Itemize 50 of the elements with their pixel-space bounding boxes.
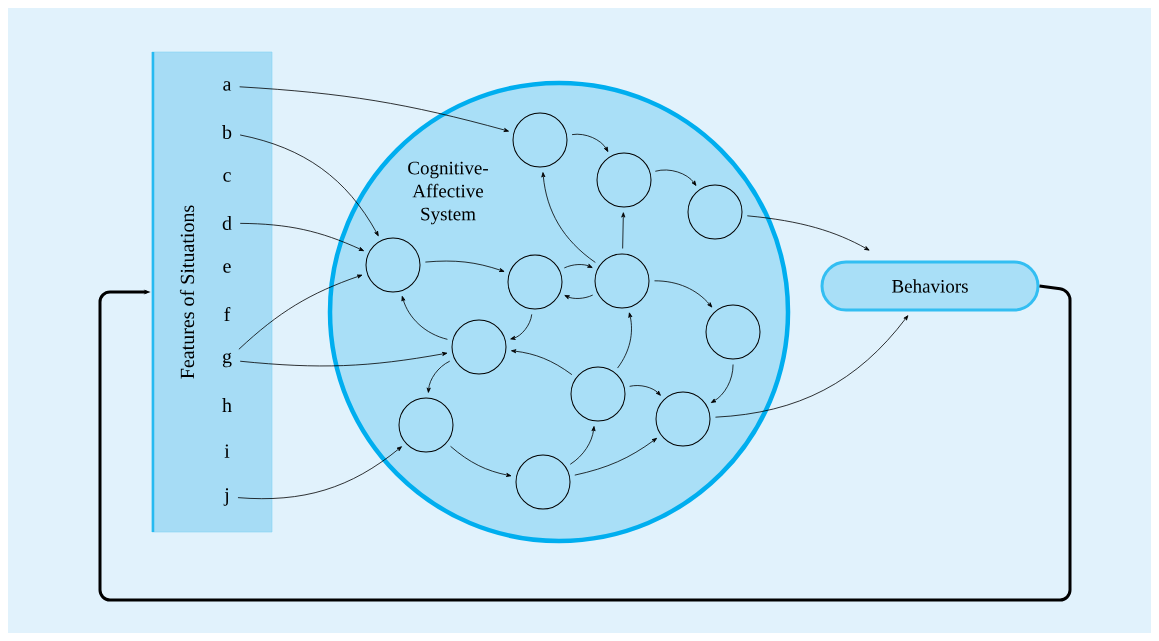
behaviors-box: Behaviors bbox=[820, 260, 1040, 312]
arrow bbox=[571, 133, 609, 152]
arrow bbox=[239, 86, 509, 132]
letter-label: i bbox=[224, 444, 230, 458]
arrow bbox=[654, 169, 697, 186]
arrow bbox=[746, 215, 870, 251]
arrow bbox=[239, 351, 448, 367]
circle bbox=[515, 454, 571, 510]
arrow bbox=[450, 445, 512, 477]
arrow bbox=[424, 260, 505, 272]
letter-label: h bbox=[222, 398, 232, 412]
arrow bbox=[239, 134, 379, 237]
letter-label: f bbox=[224, 306, 231, 322]
circle bbox=[596, 152, 652, 208]
letter-label: a bbox=[223, 81, 232, 91]
circle bbox=[687, 184, 743, 240]
circle bbox=[705, 304, 761, 360]
arrow bbox=[621, 212, 626, 249]
arrow bbox=[629, 385, 661, 396]
circle bbox=[451, 319, 507, 375]
arrow bbox=[569, 426, 596, 465]
arrow bbox=[541, 172, 596, 263]
circle bbox=[570, 366, 626, 422]
arrow bbox=[563, 263, 593, 269]
arrow bbox=[511, 349, 573, 376]
circle bbox=[507, 254, 563, 310]
arrow bbox=[426, 360, 451, 393]
circle bbox=[655, 391, 711, 447]
arrow bbox=[237, 446, 402, 499]
letter-label: g bbox=[222, 352, 232, 368]
circle bbox=[398, 397, 454, 453]
arrow bbox=[401, 295, 448, 340]
arrow bbox=[574, 437, 658, 476]
arrow bbox=[715, 315, 909, 418]
letter-label: b bbox=[222, 124, 232, 140]
circle bbox=[594, 253, 650, 309]
arrow bbox=[710, 364, 734, 403]
letter-label: j bbox=[223, 488, 229, 506]
arrow bbox=[98, 284, 1072, 602]
arrow bbox=[238, 274, 363, 350]
letter-label: c bbox=[223, 172, 231, 182]
arrow bbox=[239, 222, 364, 252]
arrow bbox=[617, 312, 633, 369]
circle bbox=[512, 112, 568, 168]
arrow bbox=[654, 280, 713, 308]
arrow bbox=[510, 313, 533, 340]
arrow bbox=[564, 294, 594, 300]
circle bbox=[365, 237, 421, 293]
letter-label: d bbox=[222, 215, 232, 231]
letter-label: e bbox=[223, 263, 231, 273]
